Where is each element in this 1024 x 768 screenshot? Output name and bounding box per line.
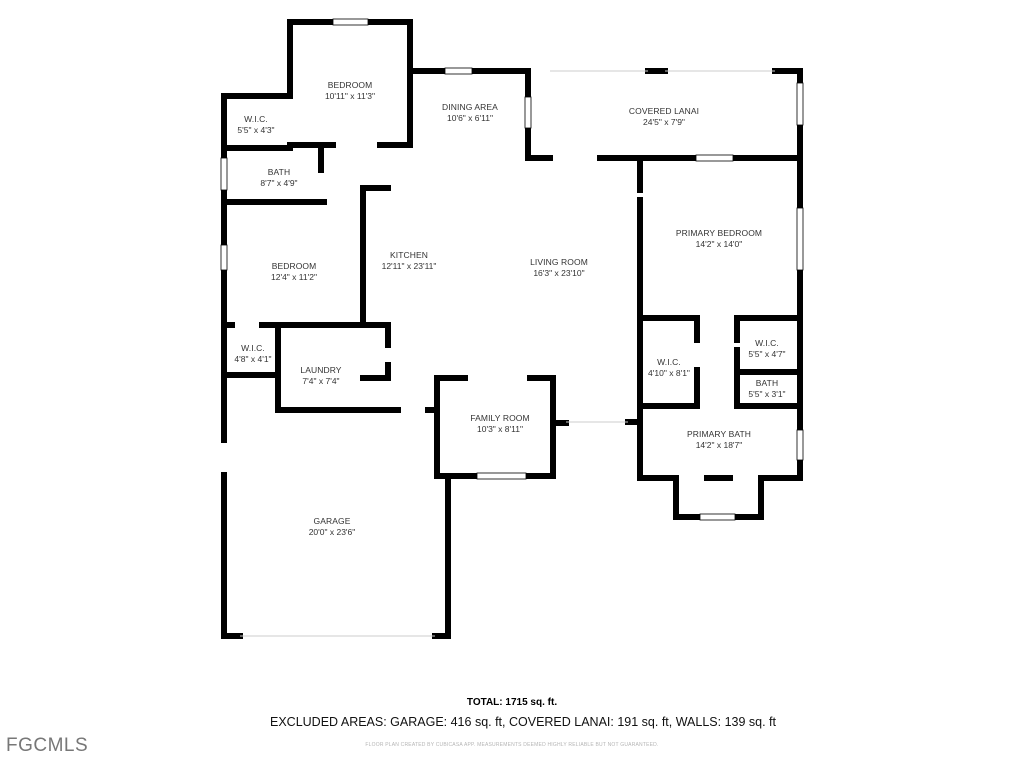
mls-watermark: FGCMLS [6, 735, 89, 756]
room-dimensions: 16'3" x 23'10" [533, 268, 585, 278]
room-name: COVERED LANAI [628, 106, 700, 116]
total-area: TOTAL: 1715 sq. ft. [466, 697, 558, 708]
room-dimensions: 20'0" x 23'6" [308, 527, 356, 537]
room-dimensions: 5'5" x 4'3" [237, 125, 275, 135]
room-wic-4: W.I.C. 5'5" x 4'7" [748, 338, 785, 360]
room-name: W.I.C. [244, 114, 268, 124]
room-dimensions: 12'4" x 11'2" [271, 272, 317, 282]
room-dimensions: 7'4" x 7'4" [302, 376, 340, 386]
room-wic-3: W.I.C. 4'10" x 8'1" [648, 357, 690, 379]
room-dimensions: 14'2" x 18'7" [695, 440, 743, 450]
room-living-room: LIVING ROOM 16'3" x 23'10" [530, 257, 588, 279]
room-wic-1: W.I.C. 5'5" x 4'3" [237, 114, 274, 136]
room-bath-1: BATH 8'7" x 4'9" [260, 167, 297, 189]
excluded-areas: EXCLUDED AREAS: GARAGE: 416 sq. ft, COVE… [270, 715, 776, 729]
room-name: LIVING ROOM [530, 257, 588, 267]
room-name: W.I.C. [755, 338, 779, 348]
disclaimer: FLOOR PLAN CREATED BY CUBICASA APP. MEAS… [365, 742, 659, 748]
room-name: LAUNDRY [300, 365, 342, 375]
room-kitchen: KITCHEN 12'11" x 23'11" [382, 250, 437, 272]
room-dimensions: 8'7" x 4'9" [260, 178, 298, 188]
room-name: BEDROOM [271, 261, 317, 271]
room-dimensions: 5'5" x 4'7" [748, 349, 786, 359]
room-name: BATH [267, 167, 291, 177]
room-family-room: FAMILY ROOM 10'3" x 8'11" [470, 413, 529, 435]
room-name: PRIMARY BEDROOM [675, 228, 763, 238]
room-primary-bedroom: PRIMARY BEDROOM 14'2" x 14'0" [676, 228, 762, 250]
room-dimensions: 14'2" x 14'0" [695, 239, 743, 249]
room-primary-bath: PRIMARY BATH 14'2" x 18'7" [687, 429, 751, 451]
room-name: PRIMARY BATH [686, 429, 752, 439]
room-dining-area: DINING AREA 10'6" x 6'11" [442, 102, 498, 124]
room-garage: GARAGE 20'0" x 23'6" [309, 516, 356, 538]
room-name: FAMILY ROOM [470, 413, 530, 423]
room-dimensions: 24'5" x 7'9" [643, 117, 685, 127]
room-name: KITCHEN [389, 250, 428, 260]
room-bath-2: BATH 5'5" x 3'1" [748, 378, 785, 400]
room-name: W.I.C. [241, 343, 265, 353]
room-wic-2: W.I.C. 4'8" x 4'1" [234, 343, 271, 365]
room-name: DINING AREA [442, 102, 498, 112]
room-dimensions: 5'5" x 3'1" [748, 389, 786, 399]
windows [220, 18, 804, 521]
room-dimensions: 10'6" x 6'11" [446, 113, 493, 123]
room-dimensions: 4'10" x 8'1" [648, 368, 690, 378]
openings [240, 70, 775, 637]
room-bedroom-2: BEDROOM 10'11" x 11'3" [325, 80, 375, 102]
room-dimensions: 10'11" x 11'3" [324, 91, 376, 101]
room-laundry: LAUNDRY 7'4" x 7'4" [300, 365, 341, 387]
room-bedroom-3: BEDROOM 12'4" x 11'2" [271, 261, 317, 283]
room-dimensions: 4'8" x 4'1" [234, 354, 272, 364]
room-name: W.I.C. [657, 357, 681, 367]
walls [221, 19, 803, 639]
room-covered-lanai: COVERED LANAI 24'5" x 7'9" [629, 106, 699, 128]
room-name: GARAGE [313, 516, 351, 526]
room-name: BATH [755, 378, 779, 388]
room-dimensions: 12'11" x 23'11" [381, 261, 437, 271]
room-dimensions: 10'3" x 8'11" [476, 424, 523, 434]
room-name: BEDROOM [327, 80, 373, 90]
